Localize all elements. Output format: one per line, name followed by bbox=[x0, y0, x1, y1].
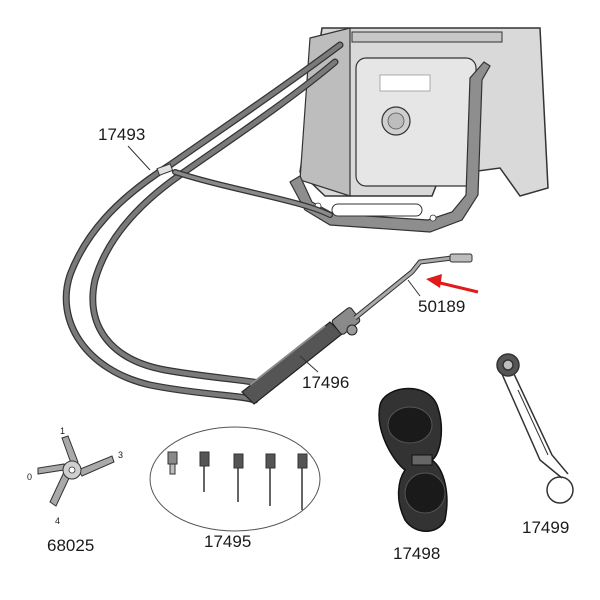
label-torch-handle: 17496 bbox=[302, 373, 349, 392]
label-burner-tips-set: 17495 bbox=[204, 532, 251, 551]
carry-frame bbox=[289, 61, 491, 233]
label-tip-cleaner-star: 68025 bbox=[47, 536, 94, 555]
burner-tips-set bbox=[149, 426, 321, 532]
flint-lighter bbox=[496, 353, 574, 504]
leader-nozzle bbox=[407, 279, 421, 297]
label-nozzle: 50189 bbox=[418, 297, 465, 316]
star-pos-4: 4 bbox=[55, 516, 60, 526]
tip-cleaner-star bbox=[37, 435, 115, 507]
nozzle bbox=[353, 253, 473, 320]
leader-hose bbox=[127, 145, 151, 171]
star-pos-3: 3 bbox=[118, 450, 123, 460]
hose bbox=[62, 41, 344, 404]
torch-handle bbox=[241, 307, 361, 405]
label-hose: 17493 bbox=[98, 125, 145, 144]
star-pos-1: 1 bbox=[60, 426, 65, 436]
label-flint-lighter: 17499 bbox=[522, 518, 569, 537]
pointer-arrow bbox=[426, 274, 479, 294]
star-pos-0: 0 bbox=[27, 472, 32, 482]
goggles bbox=[378, 387, 448, 532]
label-goggles: 17498 bbox=[393, 544, 440, 563]
leader-torch-handle bbox=[299, 355, 319, 373]
gas-unit-body bbox=[299, 27, 549, 197]
